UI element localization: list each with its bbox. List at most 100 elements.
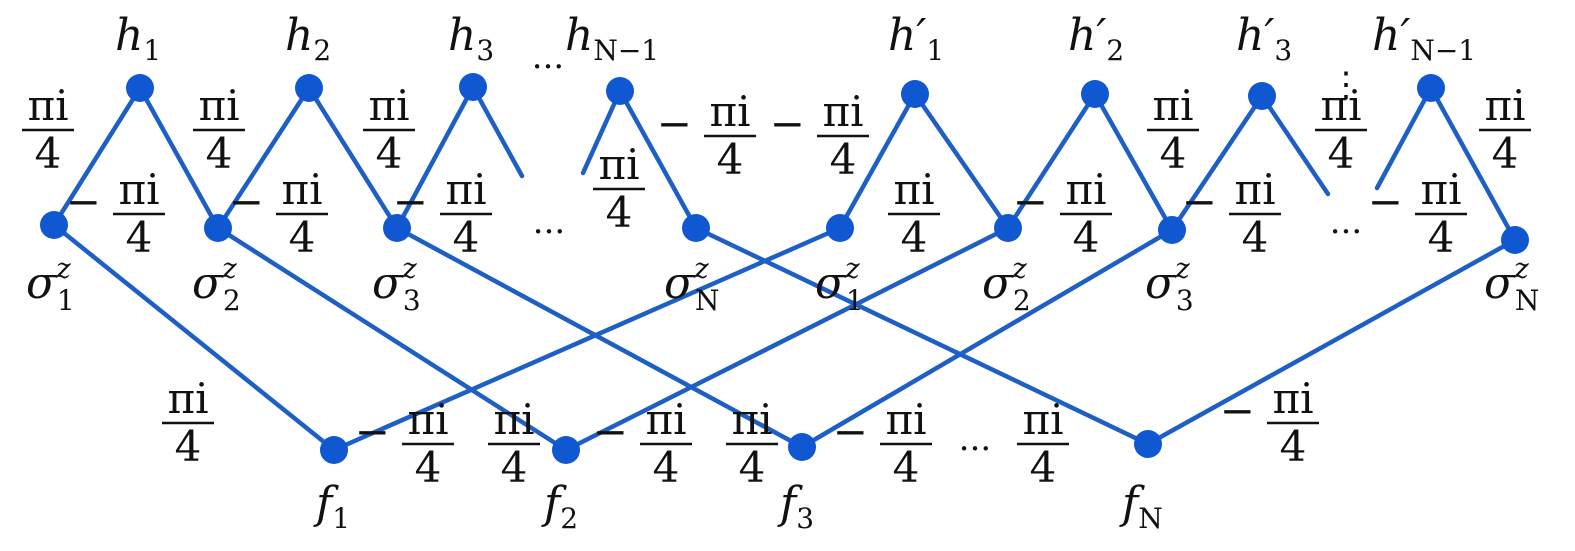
svg-text:πi: πi [167, 374, 208, 423]
edge-0 [51, 85, 143, 228]
svg-text:−: − [1182, 177, 1217, 226]
edge-11 [1092, 91, 1175, 233]
svg-text:4: 4 [1280, 422, 1307, 471]
node-m8 [1501, 226, 1529, 254]
svg-text:−: − [355, 407, 390, 456]
svg-text:4: 4 [415, 443, 442, 492]
ellipsis-3: ··· [1330, 212, 1362, 252]
node-t5 [901, 80, 929, 108]
edge-weight-label-0: πi4 [22, 81, 74, 178]
node-m4 [682, 214, 710, 242]
edge-weight-label-1: πi4 [193, 81, 245, 178]
svg-text:4: 4 [175, 422, 202, 471]
svg-text:−: − [1013, 177, 1048, 226]
node-b1 [320, 436, 348, 464]
svg-text:πi: πi [493, 395, 534, 444]
node-t7 [1248, 82, 1276, 110]
node-m2 [204, 214, 232, 242]
ellipsis-1: ··· [533, 212, 565, 252]
edge-weight-label-23: −πi4 [1220, 374, 1319, 471]
edge-10 [1005, 91, 1098, 231]
node-m7 [1158, 216, 1186, 244]
node-b2 [552, 436, 580, 464]
node-m5 [826, 214, 854, 242]
edge-15 [1428, 85, 1518, 243]
node-t3 [459, 73, 487, 101]
svg-text:πi: πi [1065, 165, 1106, 214]
label-f-1: f1 [313, 478, 350, 535]
edge-16 [51, 222, 337, 453]
svg-text:4: 4 [1328, 129, 1355, 178]
svg-text:4: 4 [1242, 213, 1269, 262]
ellipsis-2: ··· [959, 429, 991, 469]
edge-weight-label-15: πi4 [1479, 81, 1531, 178]
svg-text:4: 4 [289, 213, 316, 262]
svg-text:4: 4 [893, 443, 920, 492]
ellipsis-vertical: ⋮ [1329, 65, 1363, 105]
edge-18 [394, 225, 805, 450]
svg-text:πi: πi [368, 81, 409, 130]
svg-text:−: − [229, 177, 264, 226]
svg-text:4: 4 [35, 129, 62, 178]
svg-text:4: 4 [717, 135, 744, 184]
edge-2 [215, 85, 312, 231]
edge-weight-label-8: −πi4 [770, 87, 869, 184]
edge-6 [580, 88, 623, 176]
svg-text:4: 4 [501, 443, 528, 492]
svg-text:πi: πi [1272, 374, 1313, 423]
svg-text:πi: πi [893, 165, 934, 214]
edge-17 [215, 225, 569, 453]
edge-weight-label-17: −πi4 [355, 395, 454, 492]
svg-text:4: 4 [653, 443, 680, 492]
edge-weight-label-19: −πi4 [593, 395, 692, 492]
svg-text:πi: πi [1022, 395, 1063, 444]
edge-14 [1374, 85, 1434, 191]
svg-text:−: − [1220, 386, 1255, 435]
edge-9 [912, 91, 1011, 231]
svg-text:−: − [66, 177, 101, 226]
node-m6 [994, 214, 1022, 242]
svg-text:4: 4 [606, 188, 633, 237]
svg-text:−: − [657, 99, 692, 148]
label-f-n: fN [1119, 478, 1163, 535]
edge-22 [799, 227, 1175, 450]
edge-weight-label-10: −πi4 [1013, 165, 1112, 262]
svg-text:πi: πi [1152, 81, 1193, 130]
node-t6 [1081, 80, 1109, 108]
edge-weight-label-13: πi4 [1147, 81, 1199, 178]
label-h-prime-2: h′2 [1068, 10, 1124, 67]
node-t8 [1417, 74, 1445, 102]
svg-text:πi: πi [645, 395, 686, 444]
node-b4 [1134, 430, 1162, 458]
node-t2 [295, 74, 323, 102]
svg-text:−: − [393, 177, 428, 226]
edge-weight-label-18: πi4 [488, 395, 540, 492]
edge-layer [51, 84, 1518, 453]
svg-text:4: 4 [1073, 213, 1100, 262]
svg-text:πi: πi [709, 87, 750, 136]
edge-weight-label-4: −πi4 [229, 165, 328, 262]
svg-text:πi: πi [1420, 165, 1461, 214]
svg-text:4: 4 [1428, 213, 1455, 262]
edge-21 [563, 225, 1011, 453]
edge-5 [470, 84, 525, 179]
label-h-n-minus-1: hN−1 [565, 10, 659, 67]
edge-weight-label-11: −πi4 [1182, 165, 1281, 262]
edge-8 [837, 91, 918, 231]
edge-weight-label-20: πi4 [726, 395, 778, 492]
node-layer [40, 73, 1529, 464]
svg-text:πi: πi [118, 165, 159, 214]
edge-19 [693, 225, 1151, 447]
svg-text:πi: πi [445, 165, 486, 214]
svg-text:4: 4 [376, 129, 403, 178]
svg-text:−: − [1368, 177, 1403, 226]
svg-text:−: − [593, 407, 628, 456]
svg-text:4: 4 [206, 129, 233, 178]
svg-text:πi: πi [731, 395, 772, 444]
edge-20 [331, 225, 843, 453]
edge-4 [394, 84, 476, 231]
